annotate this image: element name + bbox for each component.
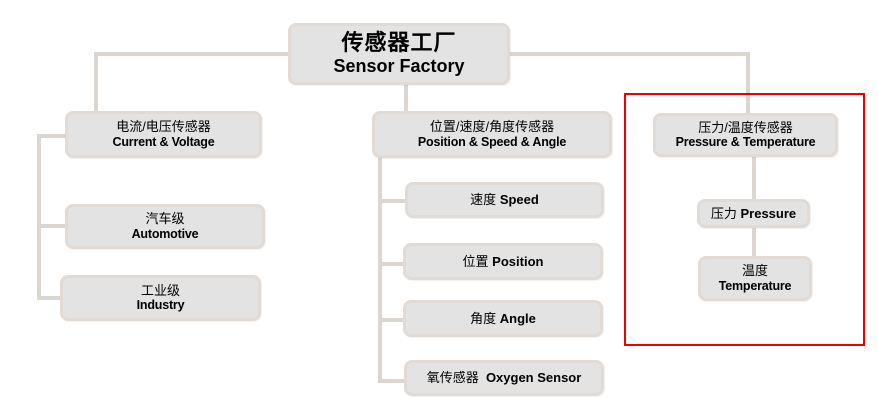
node-label-zh: 工业级 [140, 282, 180, 298]
connector-current-voltage-trunk [37, 134, 41, 300]
node-oxygen-sensor: 氧传感器 Oxygen Sensor [404, 360, 604, 396]
node-label-en: Industry [136, 298, 185, 313]
node-temperature: 温度 Temperature [698, 256, 812, 301]
node-label-zh: 氧传感器 [426, 370, 479, 386]
node-label-en: Oxygen Sensor [485, 370, 582, 386]
connector-to-pressure-temperature [746, 52, 750, 116]
node-label: 位置 Position [463, 254, 544, 270]
connector-to-current-voltage [94, 52, 98, 112]
node-label-zh: 角度 [470, 310, 497, 326]
connector-pt-to-pressure [752, 150, 756, 202]
node-label-zh: 温度 [741, 263, 768, 279]
connector-branch-oxygen [378, 379, 408, 383]
highlight-box-pressure-temperature [624, 93, 865, 346]
root-title-en: Sensor Factory [333, 56, 465, 77]
node-label: 速度 Speed [470, 192, 539, 208]
node-label-zh: 汽车级 [145, 211, 185, 227]
node-angle: 角度 Angle [403, 300, 603, 337]
node-label-zh: 压力/温度传感器 [698, 119, 793, 135]
root-title-zh: 传感器工厂 [341, 30, 457, 55]
node-label-zh: 电流/电压传感器 [116, 119, 211, 135]
node-pressure: 压力 Pressure [697, 199, 810, 228]
connector-branch-industry [37, 296, 63, 300]
connector-branch-automotive [37, 224, 67, 228]
node-label-en: Automotive [131, 226, 199, 241]
connector-to-position-speed-angle [404, 84, 408, 112]
connector-root-right [508, 52, 750, 56]
node-label-zh: 位置 [462, 253, 489, 269]
node-label: 氧传感器 Oxygen Sensor [427, 370, 582, 386]
node-label-zh: 速度 [470, 192, 497, 208]
node-position-speed-angle: 位置/速度/角度传感器 Position & Speed & Angle [372, 111, 612, 158]
connector-branch-angle [378, 318, 406, 322]
node-label-en: Position & Speed & Angle [417, 134, 567, 149]
node-label-en: Pressure & Temperature [675, 135, 816, 150]
node-label-en: Temperature [718, 278, 792, 293]
node-label-en: Position [492, 253, 544, 269]
node-automotive: 汽车级 Automotive [65, 204, 265, 249]
connector-root-left [94, 52, 290, 56]
node-industry: 工业级 Industry [60, 275, 261, 321]
node-current-voltage: 电流/电压传感器 Current & Voltage [65, 111, 262, 158]
connector-branch-speed [378, 199, 408, 203]
node-pressure-temperature: 压力/温度传感器 Pressure & Temperature [653, 113, 838, 157]
connector-psa-trunk [378, 150, 382, 382]
node-label: 压力 Pressure [711, 206, 796, 222]
connector-branch-current-voltage [37, 134, 67, 138]
node-position: 位置 Position [403, 243, 603, 280]
node-label-en: Current & Voltage [112, 134, 215, 149]
node-label-zh: 位置/速度/角度传感器 [429, 119, 555, 135]
node-label-en: Angle [499, 310, 536, 326]
node-speed: 速度 Speed [405, 182, 604, 218]
root-node-sensor-factory: 传感器工厂 Sensor Factory [288, 23, 510, 85]
connector-branch-position [378, 262, 406, 266]
node-label-en: Pressure [740, 205, 797, 221]
node-label: 角度 Angle [470, 311, 536, 327]
node-label-en: Speed [499, 192, 539, 208]
connector-pressure-to-temperature [752, 226, 756, 258]
node-label-zh: 压力 [710, 205, 737, 221]
